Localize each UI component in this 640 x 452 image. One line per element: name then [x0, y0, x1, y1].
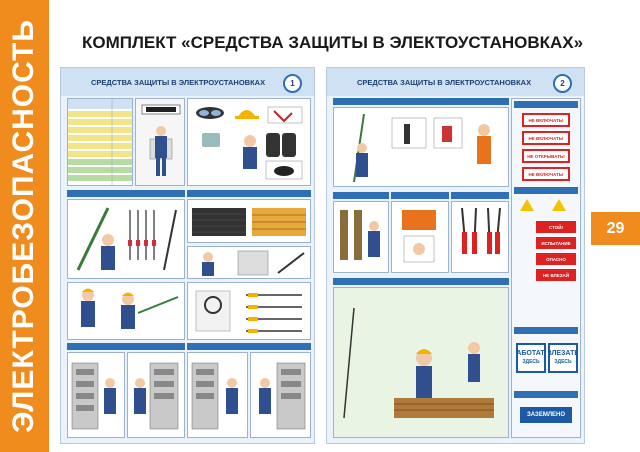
side-band: ЭЛЕКТРОБЕЗОПАСНОСТЬ: [0, 0, 49, 452]
work-here-sign: РАБОТАТЬ ЗДЕСЬ: [516, 343, 546, 373]
ppe-panel: [187, 98, 311, 186]
warning-strip: [514, 187, 578, 194]
poster-1: СРЕДСТВА ЗАЩИТЫ В ЭЛЕКТРОУСТАНОВКАХ 1: [60, 67, 315, 444]
mats-illustration: [192, 208, 306, 236]
poster-2-strip-d: [451, 192, 509, 199]
phasing-device-panel: [333, 201, 389, 273]
cable-puncture-panel: [333, 287, 509, 438]
workers-panel: [67, 282, 185, 340]
switchgear-illustration-4: [259, 362, 306, 430]
switchgear-illustration-1: [71, 362, 116, 430]
voltage-indicator-panel: [135, 98, 185, 186]
indicator-above-1000v-panel: [333, 107, 509, 187]
test-sign: ИСПЫТАНИЕ: [536, 237, 576, 249]
insulated-tools-panel: [451, 201, 509, 273]
poster-2-strip-e: [333, 278, 509, 285]
tools-illustration: [461, 207, 501, 254]
workers-illustration: [81, 288, 179, 329]
hood-illustration: [402, 210, 436, 263]
prohibit-sign-3: НЕ ОТКРЫВАТЬ!: [522, 149, 570, 163]
poster-1-strip-d: [187, 343, 311, 350]
grounded-sign: ЗАЗЕМЛЕНО: [520, 407, 572, 423]
indicator-above-illustration: [353, 113, 491, 183]
clamps-illustration: [195, 290, 302, 333]
danger-sign: ОПАСНО: [536, 253, 576, 265]
signs-strip: [514, 101, 578, 108]
climb-here-line-1: ВЛЕЗАТЬ: [548, 350, 578, 357]
poster-2-strip-a: [333, 98, 509, 105]
switchgear-illustration-3: [191, 362, 238, 430]
protective-means-table: [67, 98, 133, 186]
clamps-panel: [187, 282, 311, 340]
switchgear-panel-1: [67, 352, 125, 438]
table-grid: [68, 99, 132, 185]
insulating-tools-illustration: [76, 207, 177, 271]
ppe-illustrations: [196, 106, 303, 180]
poster-2-header: СРЕДСТВА ЗАЩИТЫ В ЭЛЕКТРОУСТАНОВКАХ 2: [327, 68, 584, 96]
poster-1-strip-c: [67, 343, 185, 350]
insulating-hood-panel: [391, 201, 449, 273]
poster-2-number: 2: [553, 74, 572, 93]
phasing-illustration: [340, 210, 380, 260]
prohibit-sign-2: НЕ ВКЛЮЧАТЬ!: [522, 131, 570, 145]
warning-triangle-2: [552, 199, 566, 211]
poster-2-strip-b: [333, 192, 389, 199]
page-number-badge: 29: [591, 212, 640, 245]
work-here-line-2: ЗДЕСЬ: [522, 359, 540, 365]
climb-here-sign: ВЛЕЗАТЬ ЗДЕСЬ: [548, 343, 578, 373]
indicator-use-panel: [187, 246, 311, 279]
poster-1-title: СРЕДСТВА ЗАЩИТЫ В ЭЛЕКТРОУСТАНОВКАХ: [91, 78, 266, 87]
poster-1-header: СРЕДСТВА ЗАЩИТЫ В ЭЛЕКТРОУСТАНОВКАХ 1: [61, 68, 314, 96]
insulating-tools-panel: [67, 199, 185, 279]
climb-here-line-2: ЗДЕСЬ: [554, 359, 572, 365]
warning-triangle-1: [520, 199, 534, 211]
switchgear-panel-4: [250, 352, 311, 438]
poster-1-number: 1: [283, 74, 302, 93]
indicative-strip: [514, 391, 578, 398]
side-title: ЭЛЕКТРОБЕЗОПАСНОСТЬ: [7, 19, 40, 433]
prescriptive-strip: [514, 327, 578, 334]
indicator-use-illustration: [202, 250, 305, 276]
poster-2-strip-c: [391, 192, 449, 199]
indicator-illustration: [141, 104, 181, 176]
poster-1-strip-b: [187, 190, 311, 197]
poster-1-strip-a: [67, 190, 185, 197]
prohibit-sign-1: НЕ ВКЛЮЧАТЬ!: [522, 113, 570, 127]
signs-panel: НЕ ВКЛЮЧАТЬ! НЕ ВКЛЮЧАТЬ! НЕ ОТКРЫВАТЬ! …: [511, 98, 581, 438]
poster-2: СРЕДСТВА ЗАЩИТЫ В ЭЛЕКТРОУСТАНОВКАХ 2 НЕ…: [326, 67, 585, 444]
page-title: КОМПЛЕКТ «СРЕДСТВА ЗАЩИТЫ В ЭЛЕКТОУСТАНО…: [82, 33, 584, 52]
switchgear-panel-2: [127, 352, 185, 438]
cable-puncture-illustration: [334, 288, 508, 437]
poster-2-title: СРЕДСТВА ЗАЩИТЫ В ЭЛЕКТРОУСТАНОВКАХ: [357, 78, 532, 87]
switchgear-illustration-2: [134, 362, 179, 430]
prohibit-sign-4: НЕ ВКЛЮЧАТЬ!: [522, 167, 570, 181]
work-here-line-1: РАБОТАТЬ: [516, 350, 545, 357]
no-climb-sign: НЕ ВЛЕЗАЙ: [536, 269, 576, 281]
stop-sign: СТОЙ!: [536, 221, 576, 233]
dielectric-mats-panel: [187, 199, 311, 243]
switchgear-panel-3: [187, 352, 248, 438]
